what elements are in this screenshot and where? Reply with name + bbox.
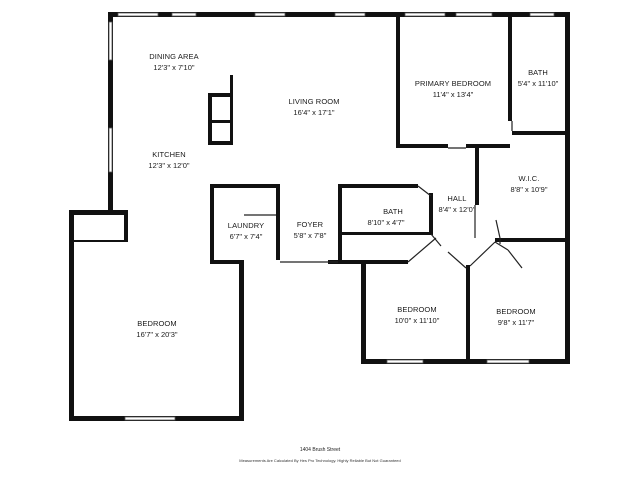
room-living-dim: 16'4" x 17'1" [293, 108, 334, 117]
room-labels: DINING AREA 12'3" x 7'10" KITCHEN 12'3" … [136, 52, 558, 339]
disclaimer-caption: Measurements Are Calculated By Hes Pro T… [239, 458, 401, 463]
room-hall-bath-dim: 8'10" x 4'7" [368, 218, 405, 227]
room-large-bedroom-dim: 16'7" x 20'3" [136, 330, 177, 339]
room-living-name: LIVING ROOM [288, 97, 339, 106]
room-dining-name: DINING AREA [149, 52, 198, 61]
room-dining-dim: 12'3" x 7'10" [153, 63, 194, 72]
room-hall-bath-name: BATH [383, 207, 403, 216]
room-kitchen-dim: 12'3" x 12'0" [148, 161, 189, 170]
room-wic-name: W.I.C. [518, 174, 539, 183]
door-swings [244, 121, 523, 269]
room-hall-dim: 8'4" x 12'0" [439, 205, 476, 214]
windows [108, 12, 555, 421]
room-mid-bedroom-name: BEDROOM [397, 305, 436, 314]
room-laundry-name: LAUNDRY [228, 221, 264, 230]
room-primary-bedroom-name: PRIMARY BEDROOM [415, 79, 491, 88]
room-foyer-name: FOYER [297, 220, 324, 229]
room-wic-dim: 8'8" x 10'9" [511, 185, 548, 194]
room-primary-bedroom-dim: 11'4" x 13'4" [433, 90, 474, 99]
room-right-bedroom-dim: 9'8" x 11'7" [498, 318, 535, 327]
room-primary-bath-name: BATH [528, 68, 548, 77]
room-hall-name: HALL [447, 194, 466, 203]
room-primary-bath-dim: 5'4" x 11'10" [518, 79, 559, 88]
interior-walls [74, 16, 569, 364]
room-laundry-dim: 6'7" x 7'4" [230, 232, 263, 241]
room-right-bedroom-name: BEDROOM [496, 307, 535, 316]
room-kitchen-name: KITCHEN [152, 150, 186, 159]
room-foyer-dim: 5'8" x 7'8" [294, 231, 327, 240]
room-mid-bedroom-dim: 10'0" x 11'10" [395, 316, 440, 325]
room-large-bedroom-name: BEDROOM [137, 319, 176, 328]
address-caption: 1404 Brush Street [299, 447, 341, 453]
